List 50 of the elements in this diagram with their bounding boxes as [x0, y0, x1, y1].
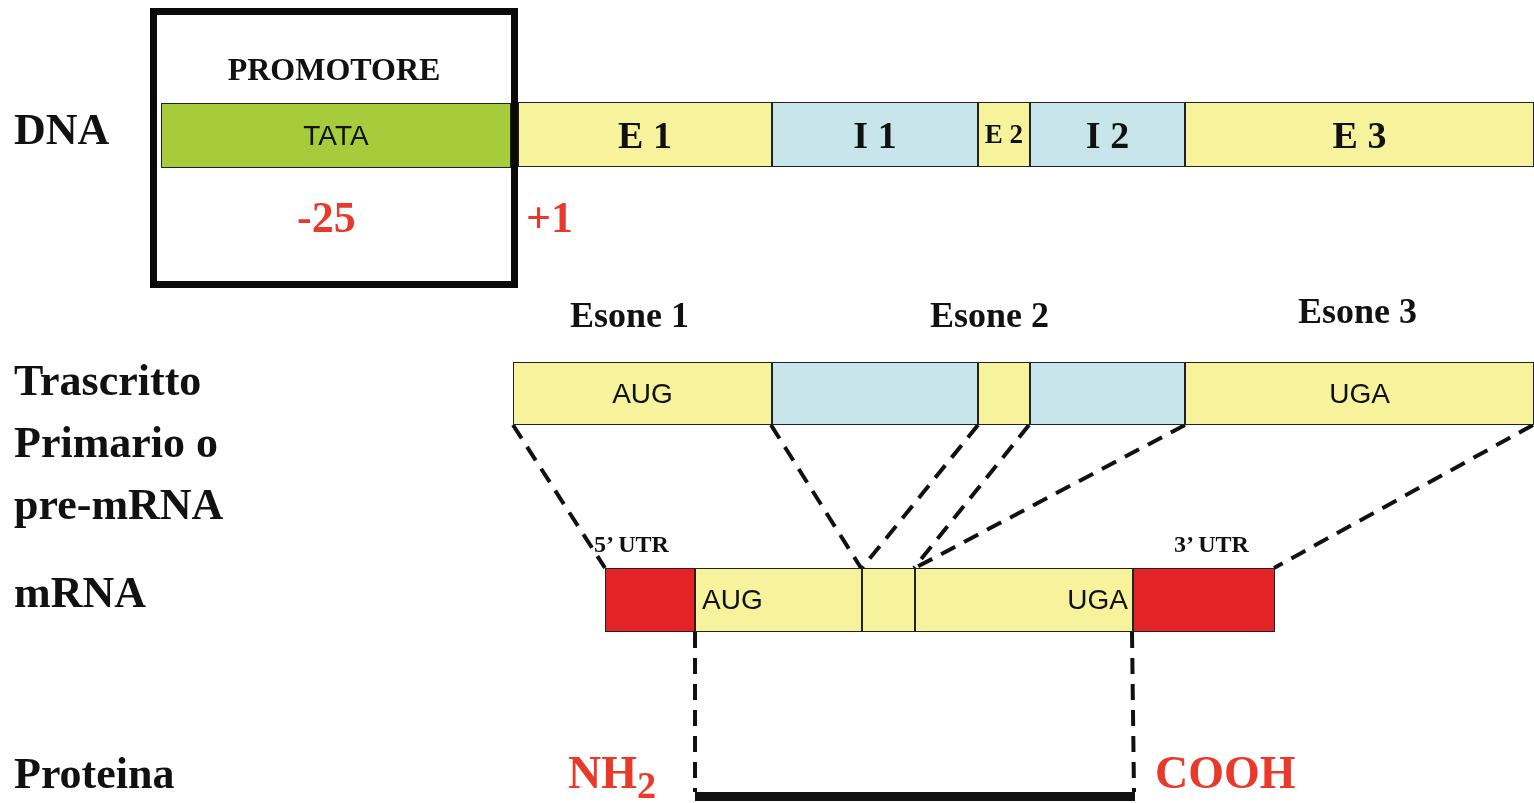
exon-segment — [513, 362, 772, 425]
dashed-line — [769, 423, 863, 570]
exon-label: Esone 3 — [1298, 290, 1418, 333]
dashed-line — [1130, 631, 1136, 793]
dashed-line — [860, 423, 980, 570]
intron-segment — [1030, 362, 1185, 425]
exon-segment — [1185, 362, 1534, 425]
segment-label: E 2 — [984, 119, 1024, 150]
exon-segment — [978, 102, 1030, 167]
segment-label: E 1 — [618, 112, 672, 157]
segment-label: I 2 — [1085, 112, 1130, 157]
row-label: DNA — [14, 104, 110, 156]
segment-label: I 1 — [853, 112, 897, 157]
promoter-box — [150, 8, 518, 288]
dashed-line — [511, 423, 607, 570]
intron-segment — [772, 102, 978, 167]
segment-label: AUG — [612, 377, 673, 410]
exon-segment — [1185, 102, 1534, 167]
row-label: Proteina — [14, 748, 175, 800]
row-label: mRNA — [14, 567, 146, 619]
terminus-label: NH$_{2}$ — [568, 746, 657, 803]
segment-label: AUG — [702, 584, 763, 616]
segment-label: TATA — [303, 119, 369, 152]
row-label: Trascritto Primario o pre-mRNA — [14, 355, 225, 531]
segment-label: UGA — [1067, 584, 1128, 616]
utr-label: 5’ UTR — [594, 530, 669, 559]
intron-segment — [1030, 102, 1185, 167]
exon-segment — [862, 568, 915, 632]
exon-segment — [978, 362, 1030, 425]
utr-segment — [1133, 568, 1275, 632]
dashed-line — [912, 423, 1031, 570]
position-number: +1 — [526, 192, 574, 244]
utr-label: 3’ UTR — [1174, 530, 1249, 559]
position-number: -25 — [297, 192, 356, 244]
promoter-heading: PROMOTORE — [227, 51, 441, 88]
exon-label: Esone 2 — [930, 294, 1050, 337]
terminus-label: COOH — [1155, 746, 1296, 800]
segment-label: UGA — [1329, 377, 1390, 410]
exon-label: Esone 1 — [570, 294, 690, 337]
exon-segment — [915, 568, 1133, 632]
protein-bar — [695, 792, 1135, 801]
intron-segment — [772, 362, 978, 425]
exon-segment — [695, 568, 862, 632]
utr-segment — [605, 568, 695, 632]
exon-segment — [518, 102, 772, 167]
tata-box-segment — [161, 103, 511, 168]
dashed-line — [1273, 423, 1534, 570]
segment-label: E 3 — [1332, 112, 1387, 157]
dashed-line — [914, 423, 1186, 570]
dashed-line — [693, 632, 697, 792]
